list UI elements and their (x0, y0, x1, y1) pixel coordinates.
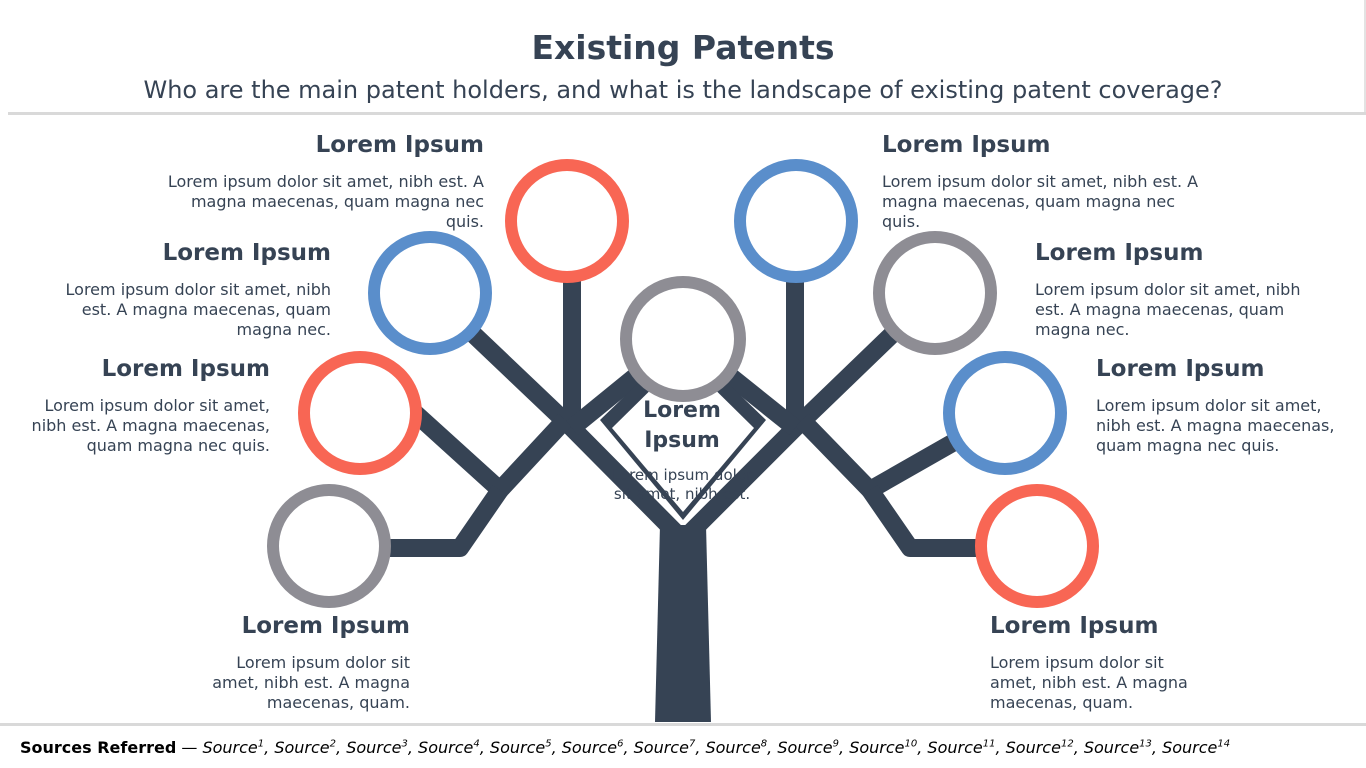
item-heading: Lorem Ipsum (315, 132, 484, 158)
source-number: 12 (1060, 738, 1074, 750)
item-right-middle: Lorem Ipsum Lorem ipsum dolor sit amet, … (1096, 356, 1336, 456)
item-heading: Lorem Ipsum (1096, 356, 1265, 382)
source-item: Source (777, 738, 833, 757)
sources-footer: Sources Referred — Source1, Source2, Sou… (20, 738, 1230, 757)
node-circle-right-bottom (975, 484, 1099, 608)
source-number: 2 (329, 738, 337, 750)
node-circles (267, 159, 1099, 608)
footer-divider (0, 723, 1366, 726)
center-label-backdrop (612, 358, 754, 512)
item-heading: Lorem Ipsum (1035, 240, 1204, 266)
node-circle-center (620, 276, 746, 402)
source-number: 14 (1217, 738, 1231, 750)
source-number: 10 (904, 738, 918, 750)
item-text: Lorem ipsum dolor sit amet, nibh est. A … (65, 280, 331, 339)
item-text: Lorem ipsum dolor sit amet, nibh est. A … (31, 396, 270, 455)
source-number: 4 (473, 738, 480, 750)
node-circle-left-bottom (267, 484, 391, 608)
item-text: Lorem ipsum dolor sit amet, nibh est. A … (1035, 280, 1301, 339)
source-number: 3 (401, 738, 408, 750)
item-right-top: Lorem Ipsum Lorem ipsum dolor sit amet, … (882, 132, 1212, 232)
source-item: Source (418, 738, 474, 757)
center-heading-line1: Lorem (643, 398, 721, 423)
top-right-divider (1364, 0, 1366, 115)
center-heading: Lorem Ipsum (612, 396, 752, 456)
item-text: Lorem ipsum dolor sit amet, nibh est. A … (167, 172, 484, 231)
node-circle-left-upper (368, 231, 492, 355)
source-item: Source (1005, 738, 1061, 757)
source-item: Source (1162, 738, 1218, 757)
center-heading-line2: Ipsum (644, 428, 720, 453)
source-item: Source (1083, 738, 1140, 757)
item-left-bottom: Lorem Ipsum Lorem ipsum dolor sit amet, … (210, 613, 410, 713)
sources-label: Sources Referred (20, 738, 177, 757)
sources-list: Source1, Source2, Source3, Source4, Sour… (202, 738, 1231, 757)
item-heading: Lorem Ipsum (241, 613, 410, 639)
center-text: Lorem ipsum dolor sit amet, nibh est. (611, 466, 753, 503)
source-number: 9 (832, 738, 840, 750)
page-title: Existing Patents (531, 28, 835, 67)
source-number: 7 (688, 738, 696, 750)
item-text: Lorem ipsum dolor sit amet, nibh est. A … (1096, 396, 1335, 455)
source-number: 11 (982, 738, 996, 750)
source-item: Source (202, 738, 258, 757)
item-left-top: Lorem Ipsum Lorem ipsum dolor sit amet, … (154, 132, 484, 232)
source-item: Source (274, 738, 330, 757)
item-text: Lorem ipsum dolor sit amet, nibh est. A … (212, 653, 410, 712)
source-number: 6 (617, 738, 624, 750)
node-circle-right-middle (943, 351, 1067, 475)
item-right-upper: Lorem Ipsum Lorem ipsum dolor sit amet, … (1035, 240, 1305, 340)
source-item: Source (927, 738, 983, 757)
tree-trunk (655, 525, 711, 722)
source-item: Source (633, 738, 689, 757)
source-number: 8 (760, 738, 768, 750)
node-circle-left-top (505, 159, 629, 283)
item-heading: Lorem Ipsum (101, 356, 270, 382)
item-heading: Lorem Ipsum (162, 240, 331, 266)
header-divider (8, 112, 1366, 115)
source-number: 5 (545, 738, 552, 750)
node-circle-left-middle (298, 351, 422, 475)
source-item: Source (849, 738, 905, 757)
page-subtitle: Who are the main patent holders, and wha… (143, 76, 1223, 104)
item-right-bottom: Lorem Ipsum Lorem ipsum dolor sit amet, … (990, 613, 1190, 713)
item-text: Lorem ipsum dolor sit amet, nibh est. A … (882, 172, 1199, 231)
source-number: 1 (257, 738, 265, 750)
source-item: Source (346, 738, 402, 757)
node-circle-right-upper (873, 231, 997, 355)
item-left-upper: Lorem Ipsum Lorem ipsum dolor sit amet, … (61, 240, 331, 340)
item-left-middle: Lorem Ipsum Lorem ipsum dolor sit amet, … (30, 356, 270, 456)
item-heading: Lorem Ipsum (882, 132, 1051, 158)
item-heading: Lorem Ipsum (990, 613, 1159, 639)
node-circle-right-top (734, 159, 858, 283)
source-item: Source (705, 738, 761, 757)
sources-dash: — (176, 738, 203, 757)
source-item: Source (561, 738, 618, 757)
item-text: Lorem ipsum dolor sit amet, nibh est. A … (990, 653, 1188, 712)
branch-left-upper (408, 406, 572, 499)
source-number: 13 (1139, 738, 1152, 750)
source-item: Source (489, 738, 546, 757)
